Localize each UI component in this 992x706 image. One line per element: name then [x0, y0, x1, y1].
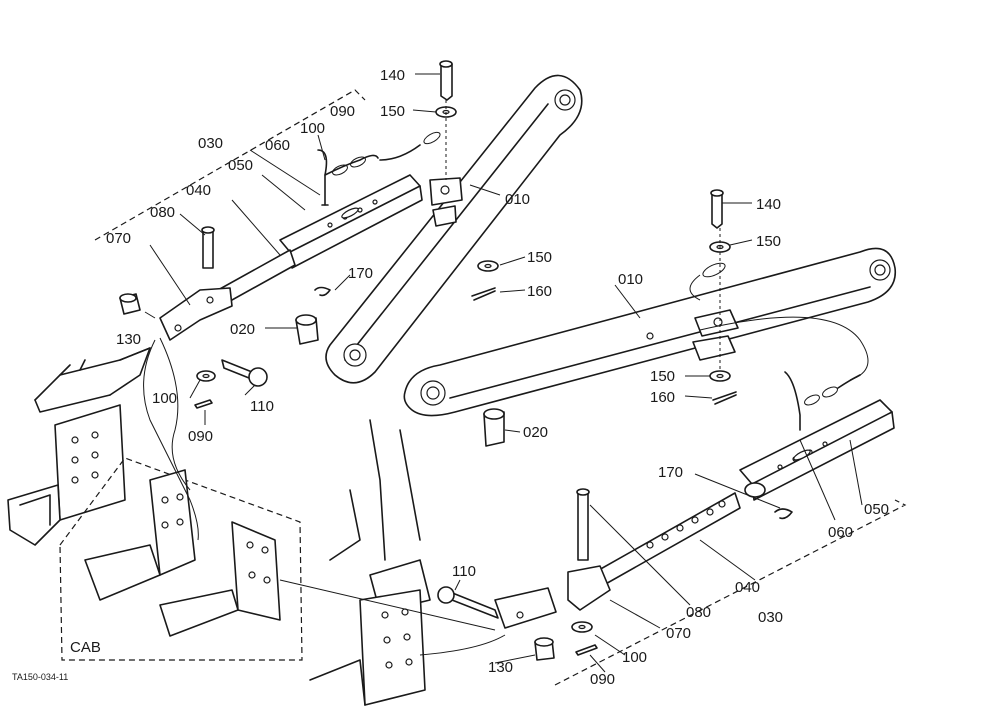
label-060-left: 060 — [265, 137, 290, 154]
pin-140-left — [435, 60, 457, 180]
stabilizer-left — [159, 131, 441, 341]
label-020-lower: 020 — [523, 424, 548, 441]
label-140-left: 140 — [380, 67, 405, 84]
pin-140-right — [702, 189, 737, 405]
label-080-left: 080 — [150, 204, 175, 221]
label-090-left: 090 — [330, 103, 355, 120]
label-100-left-lower: 100 — [152, 390, 177, 407]
cab-bracket-group — [59, 457, 303, 661]
label-130-right: 130 — [488, 659, 513, 676]
leader-lines — [144, 73, 863, 673]
label-170-left: 170 — [348, 265, 373, 282]
label-070-right: 070 — [666, 625, 691, 642]
label-100-right: 100 — [622, 649, 647, 666]
label-030-right: 030 — [758, 609, 783, 626]
label-150-mid: 150 — [527, 249, 552, 266]
label-050-right: 050 — [864, 501, 889, 518]
tractor-frame-left — [7, 347, 151, 546]
label-020-upper: 020 — [230, 321, 255, 338]
label-100-left: 100 — [300, 120, 325, 137]
label-160-right: 160 — [650, 389, 675, 406]
bolt-110-left — [119, 293, 268, 409]
tractor-frame-center — [309, 419, 431, 706]
pivot-pin-020-upper — [295, 314, 319, 345]
pivot-pin-020-lower — [483, 408, 505, 447]
label-060-right: 060 — [828, 524, 853, 541]
label-110-right: 110 — [452, 563, 476, 580]
bolt-110-right — [437, 586, 557, 661]
label-040-left: 040 — [186, 182, 211, 199]
group-030-left-boundary — [94, 89, 366, 241]
lower-link-left — [325, 74, 583, 384]
drawing-code: TA150-034-11 — [12, 672, 68, 682]
label-150-right-upper: 150 — [756, 233, 781, 250]
stabilizer-right — [567, 371, 895, 656]
label-030-left: 030 — [198, 135, 223, 152]
label-160-mid: 160 — [527, 283, 552, 300]
label-070-left: 070 — [106, 230, 131, 247]
group-030-right-boundary — [554, 499, 907, 686]
label-130-left: 130 — [116, 331, 141, 348]
label-150-right-lower: 150 — [650, 368, 675, 385]
label-150-left: 150 — [380, 103, 405, 120]
label-090-right: 090 — [590, 671, 615, 688]
connection-curves — [143, 274, 869, 656]
label-170-right: 170 — [658, 464, 683, 481]
label-040-right: 040 — [735, 579, 760, 596]
label-110-left: 110 — [250, 398, 274, 415]
washer-pin-left — [471, 260, 499, 301]
part-labels: 140 150 090 100 030 060 050 040 080 070 … — [12, 67, 889, 688]
label-080-right: 080 — [686, 604, 711, 621]
label-010-right: 010 — [618, 271, 643, 288]
cab-label: CAB — [70, 639, 101, 656]
label-090-left-lower: 090 — [188, 428, 213, 445]
lower-link-right — [403, 247, 897, 417]
label-140-right: 140 — [756, 196, 781, 213]
label-010-left: 010 — [505, 191, 530, 208]
label-050-left: 050 — [228, 157, 253, 174]
